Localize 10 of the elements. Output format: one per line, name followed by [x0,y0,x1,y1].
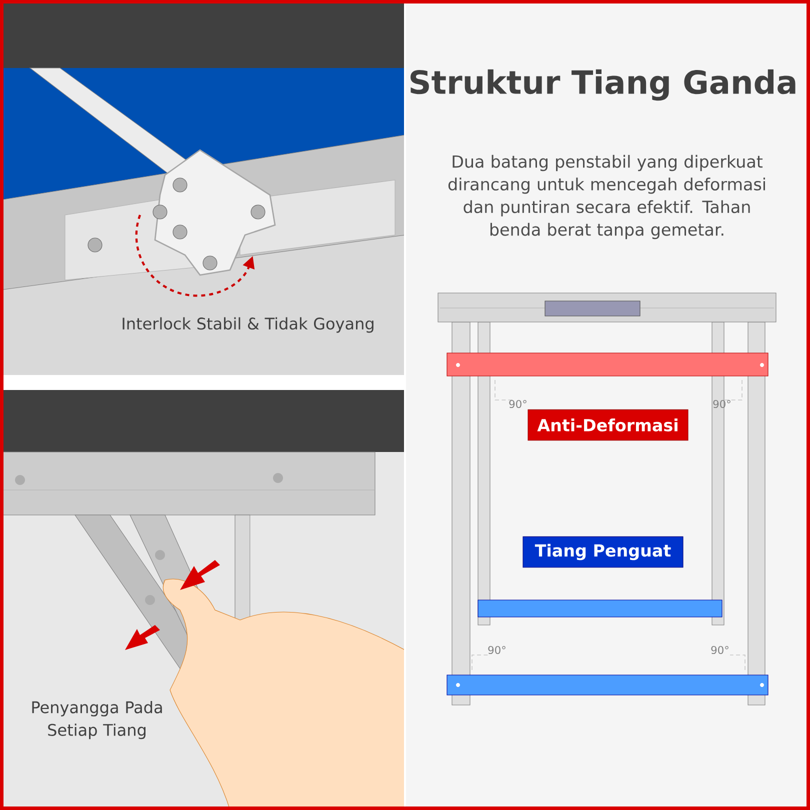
label-box: Anti-Deformasi [528,409,688,441]
title: Struktur Tiang Ganda [410,69,796,101]
angle-label: 90° [713,400,730,408]
caption-text: Penyangga Pada Setiap Tiang [32,700,162,740]
description-text: Dua batang penstabil yang diperkuat dirancang untuk mencegah deformasi dan puntiran secara efektif. Tahan benda berat tanpa gemetar. [448,154,765,240]
angle-label: 90° [711,646,728,654]
angle-label: 90° [488,646,506,654]
label-box: Tiang Penguat [522,536,684,568]
caption-text: Interlock Stabil & Tidak Goyang [122,317,374,333]
angle-label: 90° [509,400,526,408]
